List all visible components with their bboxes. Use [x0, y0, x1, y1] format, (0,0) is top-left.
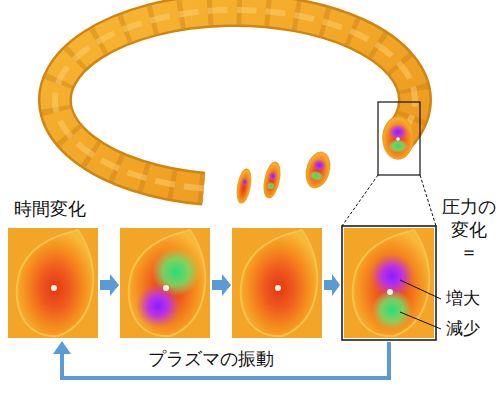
torus-slice	[235, 168, 253, 204]
callout-label: 減少	[446, 318, 480, 339]
torus-body	[55, 10, 415, 189]
caption-label-wrap: プラズマの振動	[148, 348, 274, 371]
cross-section-panel	[120, 228, 210, 338]
cross-section-panel	[8, 228, 98, 338]
callout-label-wrap: 増大	[446, 288, 480, 309]
zoom-box	[378, 102, 420, 175]
time-arrow	[100, 274, 119, 296]
torus-slice	[303, 150, 334, 190]
loop-arrowhead	[53, 341, 71, 354]
time-arrow	[324, 274, 340, 296]
annotation: 圧力の 変化 ＝	[442, 196, 496, 264]
torus-slice	[261, 161, 282, 199]
callout-label: 増大	[446, 288, 480, 309]
torus-end-face	[383, 117, 413, 159]
cross-section-panel	[344, 228, 434, 338]
time-arrow	[212, 274, 231, 296]
leader-line	[400, 280, 441, 299]
leader-line	[400, 312, 441, 329]
callout-label-wrap: 減少	[446, 318, 480, 339]
zoom-line	[342, 175, 378, 226]
torus-highlight	[55, 10, 415, 189]
zoom-line	[420, 175, 436, 226]
cross-section-panel	[232, 228, 322, 338]
axis-heading: 時間変化	[14, 198, 86, 221]
torus-twist	[55, 10, 415, 189]
loop-arrow	[62, 342, 389, 378]
panel-frame	[342, 226, 436, 340]
torus-outline	[55, 10, 415, 189]
axis-heading-wrap: 時間変化	[14, 198, 86, 221]
caption-label: プラズマの振動	[148, 348, 274, 371]
annotation-wrap: 圧力の 変化 ＝	[442, 196, 496, 264]
